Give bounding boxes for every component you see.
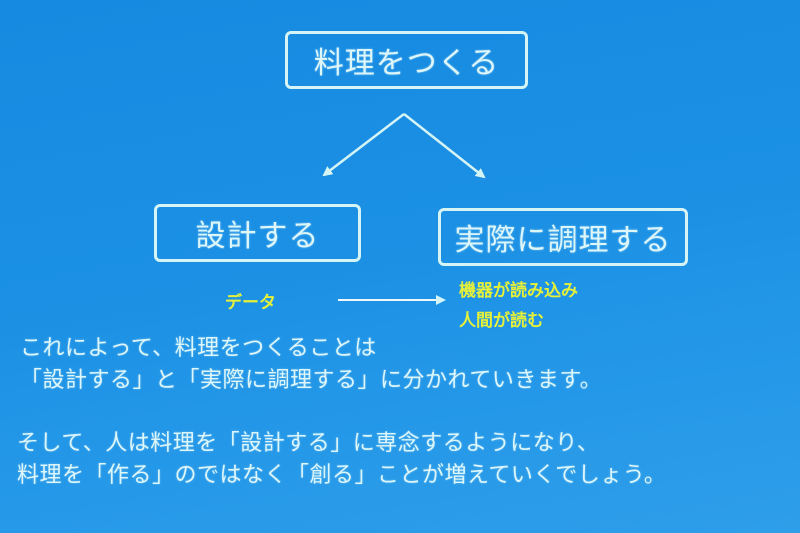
paragraph-1-line-2: 「設計する」と「実際に調理する」に分かれていきます。 (20, 368, 603, 393)
paragraph-1: これによって、料理をつくることは 「設計する」と「実際に調理する」に分かれていき… (20, 333, 602, 397)
paragraph-2-line-2: 料理を「作る」のではなく「創る」ことが増えていくでしょう。 (17, 463, 667, 488)
device-reads-label: 機器が読み込み (459, 281, 578, 301)
arrow-to-cook (403, 113, 486, 179)
node-design-label: 設計する (195, 219, 320, 254)
root-node-label: 料理をつくる (313, 46, 500, 81)
node-design: 設計する (154, 204, 361, 262)
node-actual-cooking-label: 実際に調理する (454, 223, 672, 258)
paragraph-2-line-1: そして、人は料理を「設計する」に専念するようになり、 (17, 431, 600, 456)
arrow-to-design (322, 113, 405, 177)
root-node-cooking: 料理をつくる (285, 31, 528, 89)
data-label: データ (225, 293, 276, 313)
paragraph-2: そして、人は料理を「設計する」に専念するようになり、 料理を「作る」のではなく「… (17, 428, 666, 492)
node-actual-cooking: 実際に調理する (438, 208, 688, 266)
paragraph-1-line-1: これによって、料理をつくることは (20, 336, 377, 361)
human-reads-label: 人間が読む (459, 311, 544, 331)
